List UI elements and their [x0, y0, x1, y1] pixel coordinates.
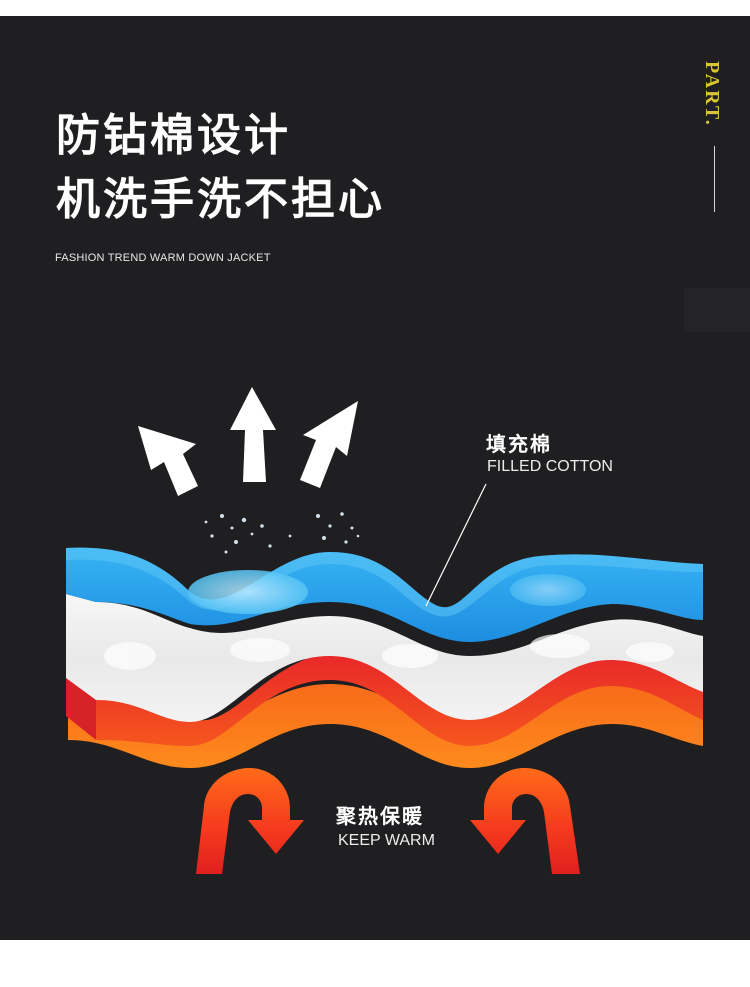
u-turn-arrow-icon [196, 768, 304, 874]
filled-cotton-pointer [425, 483, 487, 607]
side-tab [684, 288, 750, 332]
keep-warm-label-cn: 聚热保暖 [336, 804, 424, 828]
keep-warm-label-en: KEEP WARM [338, 832, 435, 849]
filled-cotton-label-en: FILLED COTTON [487, 458, 613, 475]
water-pool [188, 570, 308, 614]
water-splash-icon [204, 512, 360, 554]
product-feature-panel: 防钻棉设计 机洗手洗不担心 FASHION TREND WARM DOWN JA… [0, 16, 750, 940]
headline-line2: 机洗手洗不担心 [56, 174, 385, 225]
cotton-texture [104, 634, 674, 670]
u-turn-arrow-icon [470, 768, 580, 874]
up-arrow-icon [138, 387, 358, 496]
inner-red-layer [96, 651, 703, 746]
headline-line1: 防钻棉设计 [56, 110, 291, 161]
fabric-layer-illustration [66, 387, 703, 874]
part-divider [714, 146, 715, 212]
subtitle: FASHION TREND WARM DOWN JACKET [55, 252, 271, 264]
filled-cotton-label-cn: 填充棉 [486, 432, 552, 456]
part-label: PART. [701, 61, 723, 127]
water-pool-right [510, 574, 586, 606]
inner-red-side [66, 676, 96, 740]
outer-blue-layer [66, 547, 703, 642]
